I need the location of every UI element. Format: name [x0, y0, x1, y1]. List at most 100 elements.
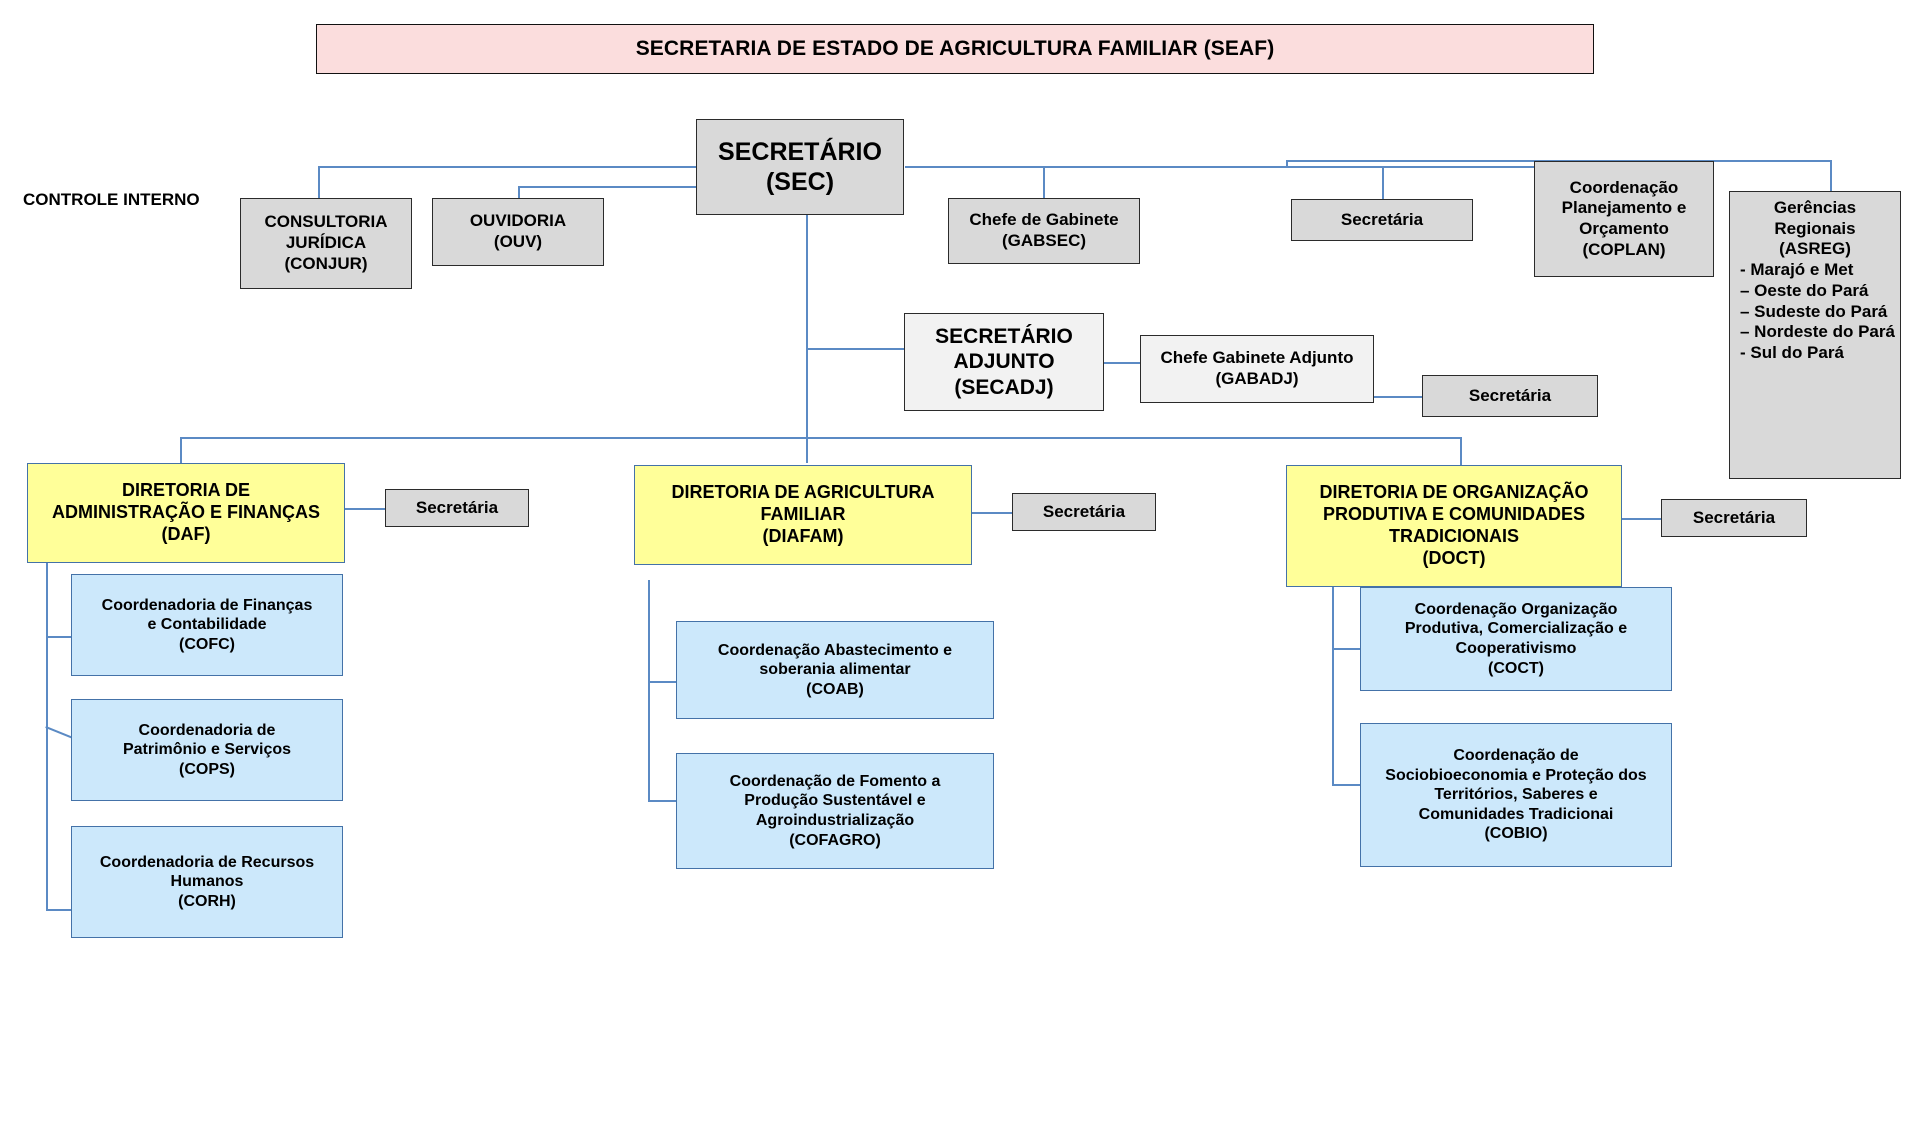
connector-conjur-drop [318, 166, 320, 199]
connector-sec-trunk [806, 215, 808, 437]
node-cops-line-1: Patrimônio e Serviços [122, 741, 292, 759]
node-secadj-line-1: ADJUNTO [953, 350, 1055, 374]
node-cofc-line-2: (COFC) [179, 635, 235, 653]
node-cobio[interactable]: Coordenação de Sociobioeconomia e Proteç… [1360, 723, 1672, 867]
node-asreg-region-0: - Marajó e Met [1740, 260, 1854, 280]
node-asreg-heading-0: Gerências [1773, 198, 1857, 217]
connector-asreg-drop [1830, 160, 1832, 193]
node-coab[interactable]: Coordenação Abastecimento e soberania al… [676, 621, 994, 719]
node-secretaria-doct[interactable]: Secretária [1661, 499, 1807, 537]
connector-sec-left-bus [318, 166, 893, 168]
node-doct[interactable]: DIRETORIA DE ORGANIZAÇÃO PRODUTIVA E COM… [1286, 465, 1622, 587]
node-gabadj-line-0: Chefe Gabinete Adjunto [1160, 348, 1354, 368]
node-secadj[interactable]: SECRETÁRIO ADJUNTO (SECADJ) [904, 313, 1104, 411]
node-secretaria-gabadj[interactable]: Secretária [1422, 375, 1598, 417]
node-conjur-line-1: JURÍDICA [285, 233, 367, 253]
node-daf-line-1: ADMINISTRAÇÃO E FINANÇAS [52, 502, 320, 523]
node-corh-line-0: Coordenadoria de Recursos [99, 853, 315, 871]
node-cobio-line-1: Sociobioeconomia e Proteção dos [1385, 766, 1647, 784]
node-asreg[interactable]: Gerências Regionais (ASREG) - Marajó e M… [1729, 191, 1901, 479]
controle-interno-label: CONTROLE INTERNO [23, 190, 200, 209]
node-coct-line-1: Produtiva, Comercialização e [1404, 620, 1628, 638]
node-secretaria-sec[interactable]: Secretária [1291, 199, 1473, 241]
node-coplan-line-0: Coordenação [1569, 177, 1679, 197]
connector-daf-cofc [46, 636, 72, 638]
connector-doct-coct [1332, 648, 1360, 650]
node-cobio-line-3: Comunidades Tradicionai [1418, 805, 1614, 823]
node-secretario-line-0: SECRETÁRIO [718, 137, 882, 166]
connector-sec-to-secadj-h [806, 348, 904, 350]
node-cofagro-line-2: Agroindustrialização [755, 812, 915, 829]
node-cops-line-0: Coordenadoria de [138, 721, 276, 739]
node-gabsec[interactable]: Chefe de Gabinete (GABSEC) [948, 198, 1140, 264]
node-cops-line-2: (COPS) [179, 760, 235, 778]
node-cofagro-line-1: Produção Sustentável e [744, 792, 926, 810]
chart-title-text: SECRETARIA DE ESTADO DE AGRICULTURA FAMI… [635, 37, 1275, 61]
node-coab-line-0: Coordenação Abastecimento e [717, 641, 953, 659]
node-daf-line-0: DIRETORIA DE [121, 480, 250, 501]
node-secretaria-diafam[interactable]: Secretária [1012, 493, 1156, 531]
connector-secretaria-top-drop [1382, 166, 1384, 199]
node-diafam[interactable]: DIRETORIA DE AGRICULTURA FAMILIAR (DIAFA… [634, 465, 972, 565]
node-gabsec-line-1: (GABSEC) [1001, 231, 1087, 250]
node-asreg-region-1: – Oeste do Pará [1740, 280, 1869, 300]
node-coplan[interactable]: Coordenação Planejamento e Orçamento (CO… [1534, 161, 1714, 277]
node-cofagro-line-0: Coordenação de Fomento a [729, 772, 941, 790]
node-asreg-region-3: – Nordeste do Pará [1740, 322, 1895, 342]
node-doct-line-0: DIRETORIA DE ORGANIZAÇÃO [1319, 482, 1589, 503]
connector-diafam-spine [648, 580, 650, 802]
connector-daf-secretaria [345, 508, 385, 510]
node-secretaria-doct-label: Secretária [1692, 507, 1776, 527]
connector-daf-drop [180, 437, 182, 463]
node-secretaria-diafam-label: Secretária [1042, 501, 1126, 521]
connector-gabsec-drop [1043, 166, 1045, 198]
node-secretaria-gabadj-label: Secretária [1468, 385, 1552, 405]
node-conjur[interactable]: CONSULTORIA JURÍDICA (CONJUR) [240, 198, 412, 289]
connector-doct-spine [1332, 555, 1334, 785]
node-cofagro-line-3: (COFAGRO) [789, 831, 881, 849]
connector-daf-spine [46, 555, 48, 910]
node-secretaria-sec-label: Secretária [1340, 209, 1424, 229]
node-cofc-line-1: e Contabilidade [147, 616, 267, 634]
node-conjur-line-0: CONSULTORIA [264, 212, 388, 232]
connector-sec-right-bus2 [1286, 160, 1831, 162]
node-asreg-heading-2: (ASREG) [1779, 239, 1851, 259]
node-cofagro[interactable]: Coordenação de Fomento a Produção Susten… [676, 753, 994, 869]
node-corh-line-2: (CORH) [178, 892, 236, 910]
node-coct[interactable]: Coordenação Organização Produtiva, Comer… [1360, 587, 1672, 691]
node-corh[interactable]: Coordenadoria de Recursos Humanos (CORH) [71, 826, 343, 938]
node-coab-line-1: soberania alimentar [759, 661, 911, 679]
node-coplan-line-1: Planejamento e [1561, 198, 1687, 218]
connector-sec-right-bus [905, 166, 1569, 168]
node-gabsec-line-0: Chefe de Gabinete [969, 210, 1119, 230]
node-coab-line-2: (COAB) [806, 680, 864, 698]
node-secretario-line-1: (SEC) [765, 168, 835, 196]
node-gabadj[interactable]: Chefe Gabinete Adjunto (GABADJ) [1140, 335, 1374, 403]
node-coct-line-0: Coordenação Organização [1414, 600, 1618, 618]
node-secretaria-daf-label: Secretária [415, 497, 499, 517]
node-doct-line-2: TRADICIONAIS [1389, 526, 1519, 546]
connector-diafam-coab [648, 681, 678, 683]
connector-gabadj-secretaria [1374, 396, 1422, 398]
node-cobio-line-0: Coordenação de [1453, 747, 1579, 765]
node-coct-line-3: (COCT) [1488, 659, 1544, 677]
node-ouvidoria[interactable]: OUVIDORIA (OUV) [432, 198, 604, 266]
node-coct-line-2: Cooperativismo [1455, 640, 1577, 657]
connector-diafam-secretaria [972, 512, 1012, 514]
node-daf-line-2: (DAF) [161, 523, 211, 544]
connector-doct-drop [1460, 437, 1462, 465]
node-gabadj-line-1: (GABADJ) [1215, 369, 1299, 388]
node-secretaria-daf[interactable]: Secretária [385, 489, 529, 527]
node-cops[interactable]: Coordenadoria de Patrimônio e Serviços (… [71, 699, 343, 801]
node-diafam-line-1: FAMILIAR [760, 504, 846, 525]
connector-directorate-bus [180, 437, 1461, 439]
node-daf[interactable]: DIRETORIA DE ADMINISTRAÇÃO E FINANÇAS (D… [27, 463, 345, 563]
node-asreg-region-4: - Sul do Pará [1740, 343, 1844, 363]
node-asreg-region-2: – Sudeste do Pará [1740, 301, 1888, 321]
connector-ouv-drop [518, 186, 520, 209]
node-secretario[interactable]: SECRETÁRIO (SEC) [696, 119, 904, 215]
node-conjur-line-2: (CONJUR) [284, 253, 368, 273]
node-coplan-line-2: Orçamento [1579, 219, 1669, 238]
node-cofc[interactable]: Coordenadoria de Finanças e Contabilidad… [71, 574, 343, 676]
